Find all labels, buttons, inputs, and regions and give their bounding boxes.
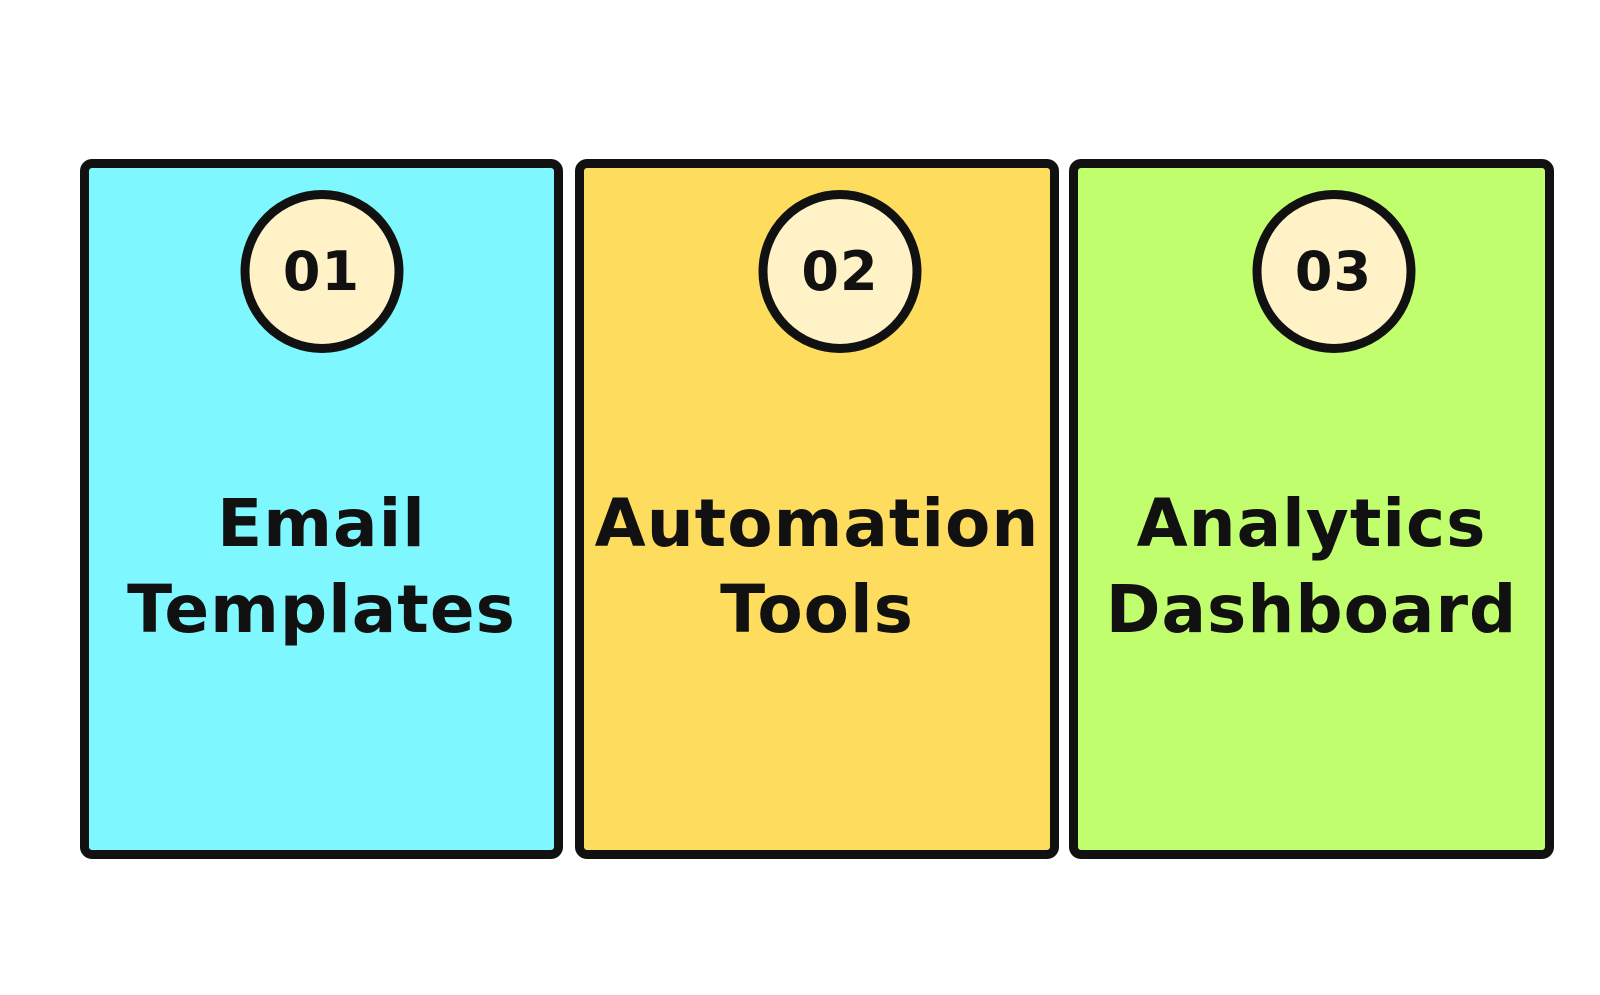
card-analytics-dashboard: 03 Analytics Dashboard bbox=[1069, 159, 1554, 859]
step-number-badge: 01 bbox=[240, 190, 403, 353]
card-title-line: Email bbox=[217, 485, 426, 562]
card-title-line: Tools bbox=[720, 571, 914, 648]
step-number: 02 bbox=[801, 239, 879, 303]
step-number-badge: 02 bbox=[758, 190, 922, 353]
card-email-templates: 01 Email Templates bbox=[80, 159, 563, 859]
card-title-line: Templates bbox=[127, 571, 516, 648]
card-title-line: Dashboard bbox=[1105, 571, 1518, 648]
card-title: Analytics Dashboard bbox=[1078, 481, 1545, 653]
step-number: 03 bbox=[1294, 239, 1373, 303]
step-number-badge: 03 bbox=[1252, 190, 1415, 353]
card-automation-tools: 02 Automation Tools bbox=[575, 159, 1059, 859]
card-title: Email Templates bbox=[89, 481, 554, 653]
card-title-line: Automation bbox=[594, 485, 1040, 562]
card-title: Automation Tools bbox=[584, 481, 1050, 653]
step-number: 01 bbox=[282, 239, 361, 303]
card-title-line: Analytics bbox=[1136, 485, 1487, 562]
